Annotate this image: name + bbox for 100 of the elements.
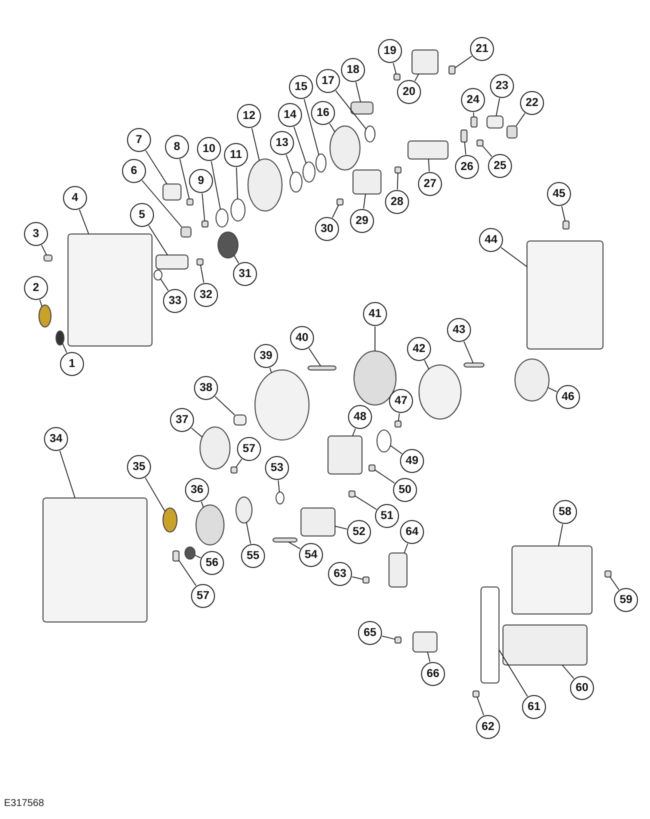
leader-line: [363, 194, 366, 210]
callout-number: 26: [455, 155, 479, 179]
callout-number: 27: [418, 172, 442, 196]
leader-line: [41, 244, 47, 256]
leader-line: [335, 90, 367, 130]
leader-line: [464, 142, 466, 155]
leader-line: [332, 204, 339, 218]
bearing-drawing: [38, 304, 52, 328]
bolt-drawing: [186, 198, 194, 206]
callout-number: 52: [347, 520, 371, 544]
callout-number: 49: [400, 449, 424, 473]
leader-line: [202, 193, 206, 222]
leader-line: [200, 264, 204, 284]
callout-number: 4: [63, 186, 87, 210]
callout-number: 55: [241, 544, 265, 568]
bearing-drawing: [200, 426, 230, 470]
callout-number: 23: [490, 74, 514, 98]
leader-line: [355, 82, 362, 102]
callout-number: 34: [44, 427, 68, 451]
bolt-drawing: [202, 220, 208, 228]
leader-line: [236, 458, 242, 468]
ring-drawing: [316, 154, 326, 172]
leader-line: [160, 278, 169, 291]
bolt-drawing: [472, 690, 480, 698]
leader-line: [476, 696, 484, 716]
leader-line: [234, 254, 240, 264]
callout-number: 16: [311, 101, 335, 125]
o-ring-drawing: [276, 492, 284, 504]
callout-number: 30: [315, 217, 339, 241]
solenoid-drawing: [412, 50, 438, 74]
plate-drawing: [234, 414, 246, 426]
bolt-drawing: [44, 254, 52, 262]
callout-number: 48: [348, 405, 372, 429]
callout-number: 58: [553, 500, 577, 524]
callout-number: 33: [163, 289, 187, 313]
callout-number: 10: [197, 137, 221, 161]
bracket-drawing: [162, 184, 182, 200]
pin-drawing: [470, 116, 478, 128]
callout-number: 29: [350, 209, 374, 233]
gear-drawing: [330, 126, 360, 170]
leader-line: [191, 428, 203, 438]
leader-line: [251, 128, 260, 161]
leader-line: [404, 543, 408, 554]
bolt-drawing: [362, 576, 370, 584]
gasket-drawing: [480, 586, 500, 684]
leader-line: [352, 428, 356, 436]
callout-number: 38: [194, 376, 218, 400]
callout-number: 50: [393, 478, 417, 502]
washer-drawing: [154, 270, 162, 280]
stator-drawing: [418, 364, 462, 420]
rotor-drawing: [514, 358, 550, 402]
shaft-drawing: [350, 102, 374, 114]
callout-number: 62: [476, 715, 500, 739]
rotor-drawing: [354, 350, 396, 406]
callout-number: 63: [328, 562, 352, 586]
callout-number: 15: [289, 75, 313, 99]
leader-line: [414, 74, 420, 82]
ring-drawing: [290, 172, 302, 192]
seal-drawing: [56, 330, 64, 346]
leader-line: [398, 412, 400, 422]
callout-number: 40: [290, 326, 314, 350]
callout-number: 60: [570, 676, 594, 700]
leader-line: [463, 341, 474, 364]
bolt-drawing: [562, 220, 570, 230]
leader-line: [59, 450, 76, 498]
callout-number: 42: [407, 337, 431, 361]
callout-number: 24: [461, 88, 485, 112]
pin-drawing: [448, 66, 456, 74]
leader-line: [482, 146, 492, 158]
leader-line: [39, 299, 42, 307]
leader-line: [288, 542, 301, 550]
leader-line: [145, 150, 168, 184]
clip-drawing: [180, 226, 192, 238]
clip-drawing: [172, 550, 180, 562]
leader-line: [214, 396, 236, 416]
leader-line: [142, 180, 182, 228]
ring-drawing: [302, 162, 316, 182]
leader-line: [144, 477, 166, 512]
leader-line: [427, 652, 430, 662]
module-drawing: [412, 632, 438, 652]
callout-number: 66: [421, 662, 445, 686]
rod-drawing: [272, 538, 298, 542]
bolt-drawing: [336, 198, 344, 206]
inverter-drawing: [502, 624, 588, 666]
seal-drawing: [376, 430, 392, 452]
ring-drawing: [364, 126, 376, 142]
bolt-drawing: [348, 490, 356, 498]
shaft-drawing: [236, 496, 252, 524]
leader-line: [354, 495, 377, 510]
callout-number: 5: [130, 203, 154, 227]
bolt-drawing: [196, 258, 204, 266]
callout-number: 14: [278, 103, 302, 127]
callout-number: 21: [470, 37, 494, 61]
callout-number: 57: [237, 437, 261, 461]
callout-number: 31: [233, 262, 257, 286]
bolt-drawing: [394, 166, 402, 174]
callout-number: 7: [127, 128, 151, 152]
callout-number: 25: [488, 154, 512, 178]
bolt-drawing: [464, 362, 484, 368]
leader-line: [516, 112, 526, 126]
